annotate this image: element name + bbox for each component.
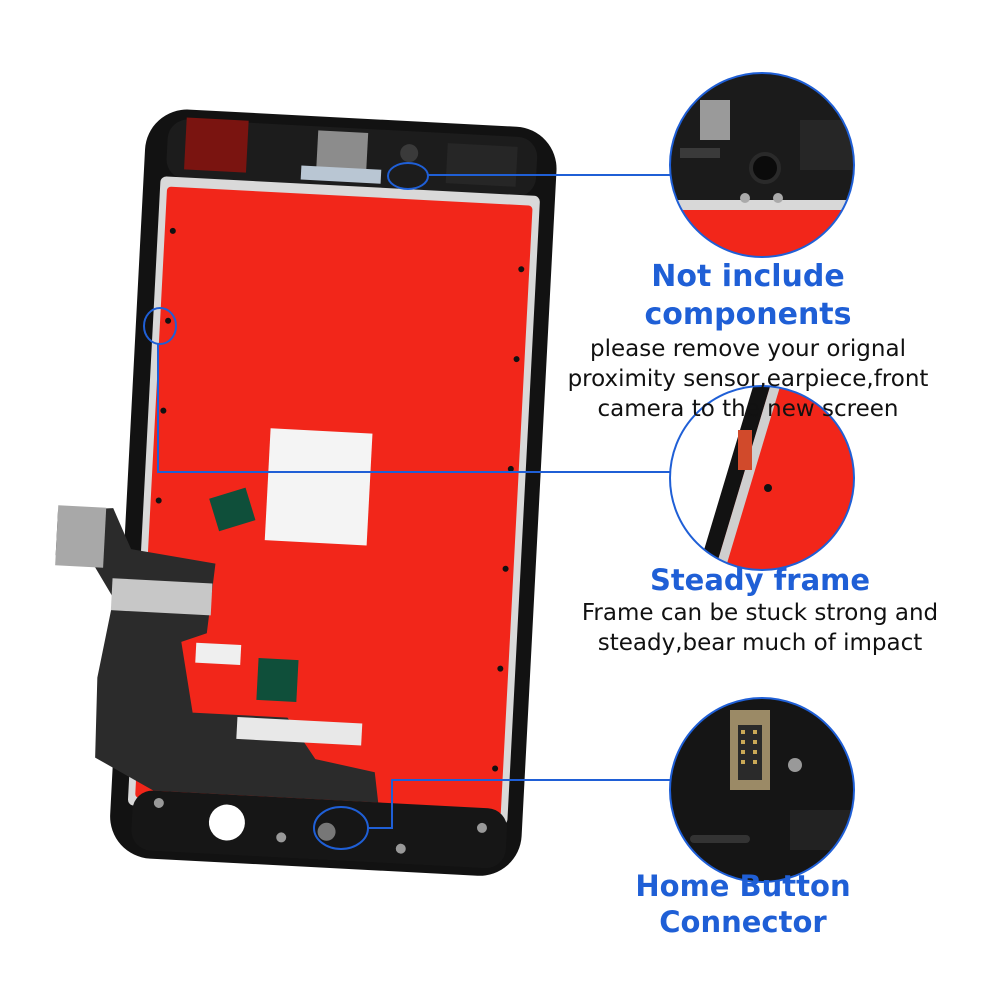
callout-title: Steady frame [649,563,871,597]
callout-connectors [143,162,676,850]
callout-title: Home Button Connector [635,869,851,939]
zoom-frame [669,385,855,571]
highlight-ring-frame [143,307,177,345]
white-label [264,428,373,546]
callout-line: proximity sensor,earpiece,front [567,366,929,392]
callout-title: Not include components [644,259,852,332]
green-tab [209,487,256,532]
proximity-hole [400,144,419,163]
callout-line: camera to the new screen [597,396,899,422]
callout-home-button-connector: Home Button Connector [548,868,938,940]
callout-line: Frame can be stuck strong and [581,600,939,626]
flex-shield [110,578,213,616]
home-button-hole [208,804,245,841]
callout-line: steady,bear much of impact [597,630,923,656]
zoom-home-connector [669,697,855,883]
callout-line: please remove your orignal [590,336,906,362]
phone-screen-assembly [55,109,557,876]
green-tab [256,657,299,703]
callout-steady-frame: Steady frame Frame can be stuck strong a… [560,562,960,658]
callout-not-include-components: Not include components please remove you… [548,258,948,424]
red-tape-corner [184,117,249,173]
zoom-earpiece [669,72,855,258]
flex-connector [55,505,107,568]
